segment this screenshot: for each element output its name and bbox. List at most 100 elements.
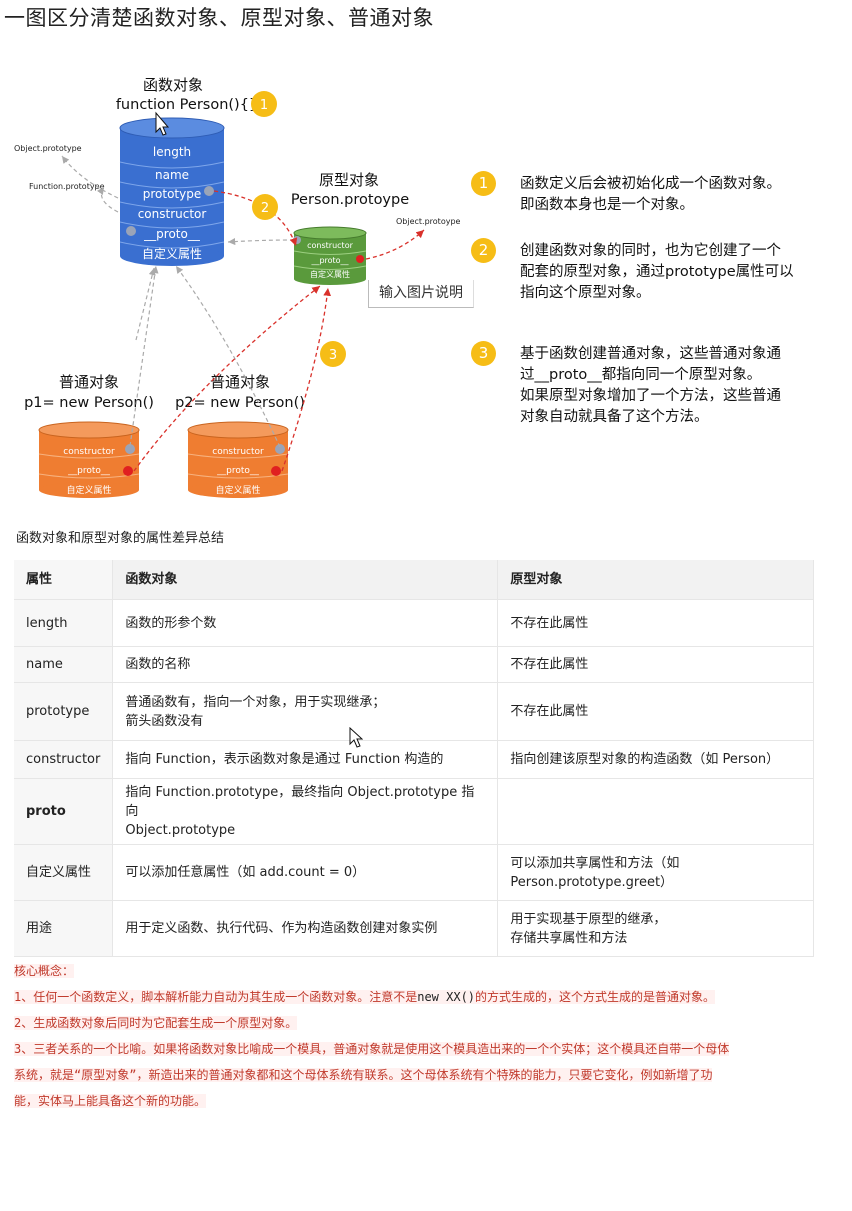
note-2-line-2: 配套的原型对象，通过prototype属性可以: [520, 264, 794, 280]
table-row: length 函数的形参个数 不存在此属性: [14, 599, 814, 647]
note-3-line-1: 基于函数创建普通对象，这些普通对象通: [520, 346, 781, 362]
function-field-length: length: [153, 145, 191, 159]
p2-proto-dot: [271, 466, 281, 476]
table-cell: 不存在此属性: [497, 599, 814, 647]
diagram-marker-2: 2: [252, 194, 278, 220]
instance-p2-label: 普通对象: [210, 373, 270, 391]
prototype-field-constructor: constructor: [307, 241, 353, 250]
table-cell: 自定义属性: [14, 844, 114, 901]
p2-constructor-dot: [275, 444, 285, 454]
table-row: 自定义属性 可以添加任意属性（如 add.count = 0） 可以添加共享属性…: [14, 844, 814, 901]
core-line-2-text: 2、生成函数对象后同时为它配套生成一个原型对象。: [14, 1016, 298, 1030]
table-cell: proto: [14, 778, 114, 845]
comparison-table: 属性 函数对象 原型对象 length 函数的形参个数 不存在此属性 name …: [14, 560, 814, 957]
note-2: 创建函数对象的同时，也为它创建了一个 配套的原型对象，通过prototype属性…: [520, 241, 794, 304]
svg-text:1: 1: [260, 98, 268, 113]
note-2-line-3: 指向这个原型对象。: [520, 285, 651, 301]
table-cell: 普通函数有，指向一个对象，用于实现继承； 箭头函数没有: [112, 682, 499, 741]
core-line-3c: 能，实体马上能具备这个新的功能。: [14, 1088, 844, 1114]
prototype-field-custom: 自定义属性: [310, 269, 350, 279]
header-function-object: 函数对象: [112, 560, 499, 600]
core-line-1-code: new XX(): [417, 990, 476, 1004]
prototype-object-code: Person.protoype: [291, 192, 409, 208]
prototype-dot: [204, 186, 214, 196]
note-3: 基于函数创建普通对象，这些普通对象通 过__proto__都指向同一个原型对象。…: [520, 344, 781, 428]
object-prototype-label-right: Object.protoype: [396, 217, 461, 226]
p2-field-custom: 自定义属性: [215, 484, 260, 496]
note-3-number: 3: [471, 341, 496, 366]
note-3-line-3: 如果原型对象增加了一个方法，这些普通: [520, 388, 781, 404]
function-object-label: 函数对象: [143, 76, 203, 94]
function-field-proto: __proto__: [143, 227, 201, 241]
table-row: proto 指向 Function.prototype，最终指向 Object.…: [14, 778, 814, 845]
function-prototype-label: Function.prototype: [29, 182, 105, 191]
gray-arrows: [61, 155, 295, 448]
instance-p2-code: p2= new Person(): [175, 395, 305, 411]
function-field-custom: 自定义属性: [142, 246, 202, 261]
svg-text:3: 3: [329, 348, 337, 363]
core-line-2: 2、生成函数对象后同时为它配套生成一个原型对象。: [14, 1010, 844, 1036]
instance-p1-code: p1= new Person(): [24, 395, 154, 411]
table-cell: 指向 Function，表示函数对象是通过 Function 构造的: [112, 740, 499, 779]
table-cell: prototype: [14, 682, 114, 741]
object-prototype-label-left: Object.prototype: [14, 144, 82, 153]
table-cell: name: [14, 646, 114, 683]
function-object-cylinder: 函数对象 function Person(){} length name pro…: [116, 76, 258, 266]
table-row: prototype 普通函数有，指向一个对象，用于实现继承； 箭头函数没有 不存…: [14, 682, 814, 741]
instance-p1-label: 普通对象: [59, 373, 119, 391]
function-field-constructor: constructor: [138, 207, 207, 221]
instance-p2-cylinder: 普通对象 p2= new Person() constructor __prot…: [175, 373, 305, 498]
note-1-line-2: 即函数本身也是一个对象。: [520, 197, 694, 213]
prototype-proto-dot: [356, 255, 364, 263]
table-cell: 不存在此属性: [497, 646, 814, 683]
p1-constructor-dot: [125, 444, 135, 454]
table-cell: 指向 Function.prototype，最终指向 Object.protot…: [112, 778, 499, 845]
mouse-cursor-icon: [155, 111, 170, 136]
core-line-3b: 系统，就是“原型对象”，新造出来的普通对象都和这个母体系统有联系。这个母体系统有…: [14, 1062, 844, 1088]
note-2-number: 2: [471, 238, 496, 263]
table-cell: 可以添加共享属性和方法（如 Person.prototype.greet）: [497, 844, 814, 901]
p2-field-proto: __proto__: [216, 466, 259, 476]
note-1-number: 1: [471, 171, 496, 196]
p1-field-proto: __proto__: [67, 466, 110, 476]
prototype-field-proto: __proto__: [310, 256, 349, 265]
table-cell: 用途: [14, 900, 114, 957]
table-cell: 不存在此属性: [497, 682, 814, 741]
image-caption-input[interactable]: 输入图片说明: [368, 280, 474, 308]
diagram-marker-3: 3: [320, 341, 346, 367]
table-row: constructor 指向 Function，表示函数对象是通过 Functi…: [14, 740, 814, 779]
table-cell: 函数的形参个数: [112, 599, 499, 647]
note-1: 函数定义后会被初始化成一个函数对象。 即函数本身也是一个对象。: [520, 174, 781, 216]
p2-field-constructor: constructor: [212, 447, 264, 457]
prototype-object-label: 原型对象: [319, 171, 379, 189]
p1-field-constructor: constructor: [63, 447, 115, 457]
core-line-3a: 3、三者关系的一个比喻。如果将函数对象比喻成一个模具，普通对象就是使用这个模具造…: [14, 1036, 844, 1062]
table-title: 函数对象和原型对象的属性差异总结: [16, 531, 225, 546]
core-line-3c-text: 能，实体马上能具备这个新的功能。: [14, 1094, 207, 1108]
core-line-1-b: 的方式生成的，这个方式生成的是普通对象。: [475, 990, 716, 1004]
p1-proto-dot: [123, 466, 133, 476]
core-heading: 核心概念：: [14, 958, 844, 984]
table-row: 用途 用于定义函数、执行代码、作为构造函数创建对象实例 用于实现基于原型的继承，…: [14, 900, 814, 957]
proto-dot: [126, 226, 136, 236]
table-cell: 指向创建该原型对象的构造函数（如 Person）: [497, 740, 814, 779]
table-cell: length: [14, 599, 114, 647]
table-header-row: 属性 函数对象 原型对象: [14, 560, 814, 600]
page-title: 一图区分清楚函数对象、原型对象、普通对象: [4, 6, 434, 30]
function-field-prototype: prototype: [143, 187, 201, 201]
core-line-1: 1、任何一个函数定义，脚本解析能力自动为其生成一个函数对象。注意不是new XX…: [14, 984, 844, 1010]
table-cell: constructor: [14, 740, 114, 779]
header-attribute: 属性: [14, 560, 114, 600]
note-3-line-2: 过__proto__都指向同一个原型对象。: [520, 367, 762, 383]
note-3-line-4: 对象自动就具备了这个方法。: [520, 409, 709, 425]
header-prototype-object: 原型对象: [497, 560, 814, 600]
table-cell: [497, 778, 814, 845]
table-cell: 可以添加任意属性（如 add.count = 0）: [112, 844, 499, 901]
table-cell: 函数的名称: [112, 646, 499, 683]
mouse-cursor-icon: [349, 727, 363, 748]
core-line-1-a: 1、任何一个函数定义，脚本解析能力自动为其生成一个函数对象。注意不是: [14, 990, 418, 1004]
note-1-line-1: 函数定义后会被初始化成一个函数对象。: [520, 176, 781, 192]
core-line-3b-text: 系统，就是“原型对象”，新造出来的普通对象都和这个母体系统有联系。这个母体系统有…: [14, 1068, 713, 1082]
function-object-code: function Person(){}: [116, 97, 258, 113]
core-line-3a-text: 3、三者关系的一个比喻。如果将函数对象比喻成一个模具，普通对象就是使用这个模具造…: [14, 1042, 730, 1056]
